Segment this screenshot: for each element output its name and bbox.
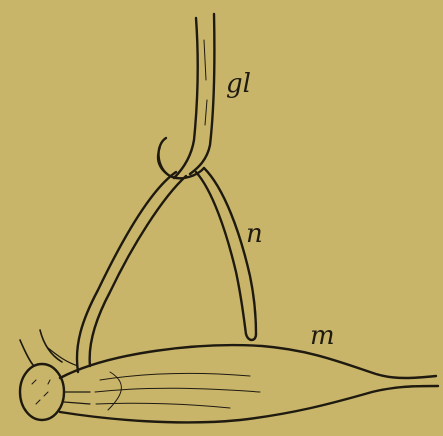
label-gl: gl — [226, 69, 251, 99]
label-m: m — [310, 321, 335, 351]
label-n: n — [246, 219, 263, 249]
